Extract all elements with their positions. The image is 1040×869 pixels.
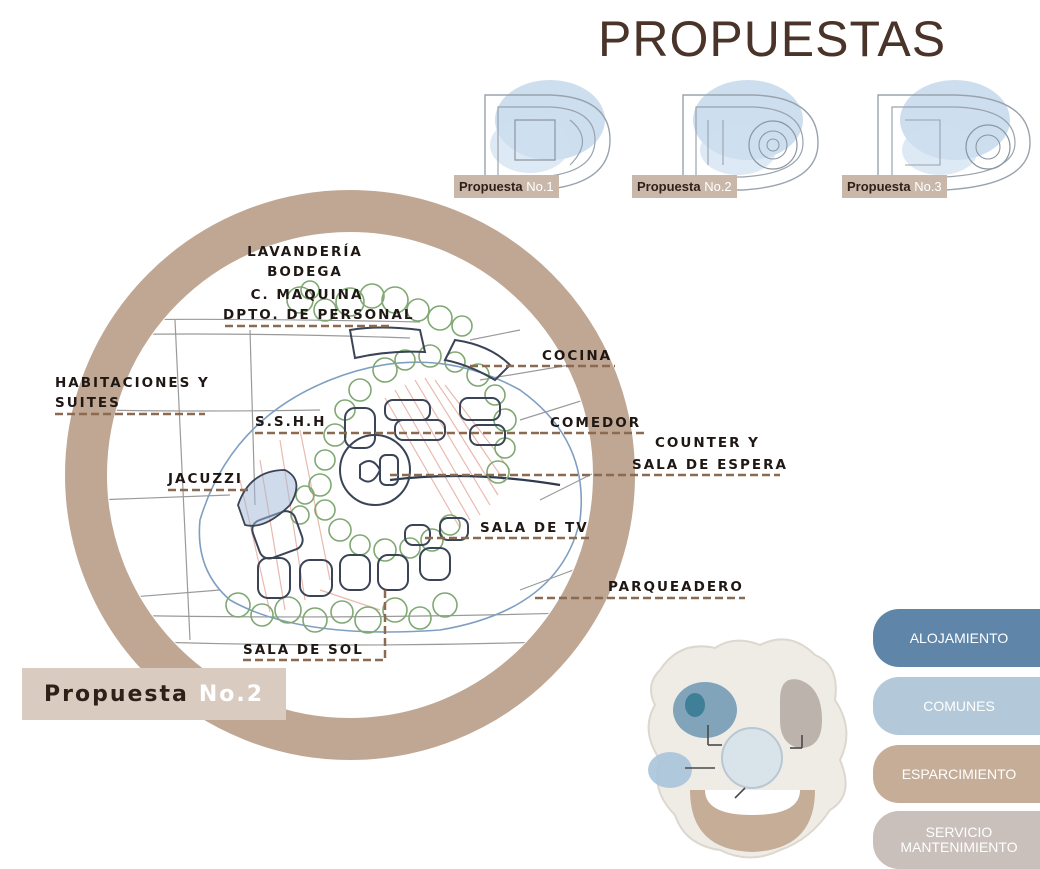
legend-alojamiento[interactable]: ALOJAMIENTO	[873, 609, 1040, 667]
proposal-thumb-3[interactable]: Propuesta No.3	[842, 65, 1040, 205]
label-dpto-personal: DPTO. DE PERSONAL	[223, 307, 415, 323]
zoning-mini-diagram	[647, 638, 848, 859]
page-title: PROPUESTAS	[598, 11, 947, 67]
proposal-sketch-1	[484, 80, 611, 191]
legend-comunes[interactable]: COMUNES	[873, 677, 1040, 735]
label-sshh: S.S.H.H	[255, 414, 327, 430]
proposal-sketch-2	[682, 80, 819, 191]
label-habitaciones-1: HABITACIONES Y	[55, 375, 210, 391]
proposal-sketch-3	[877, 80, 1031, 191]
label-c-maquina: C. MAQUINA	[250, 287, 364, 303]
label-counter-2: SALA DE ESPERA	[632, 457, 788, 473]
label-comedor: COMEDOR	[550, 415, 642, 431]
legend-esparcimiento[interactable]: ESPARCIMIENTO	[873, 745, 1040, 803]
leader-lines	[55, 324, 780, 662]
label-counter-1: COUNTER Y	[655, 435, 760, 451]
label-cocina: COCINA	[542, 348, 613, 364]
label-habitaciones-2: SUITES	[55, 395, 121, 411]
label-lavanderia: LAVANDERÍA	[247, 244, 363, 260]
proposal-label-1[interactable]: Propuesta No.1	[454, 175, 559, 198]
label-parqueadero: PARQUEADERO	[608, 579, 744, 595]
sketch-lines	[108, 280, 592, 646]
proposal-label-3[interactable]: Propuesta No.3	[842, 175, 947, 198]
label-sala-sol: SALA DE SOL	[243, 642, 364, 658]
legend-servicio-mantenimiento[interactable]: SERVICIO MANTENIMIENTO	[873, 811, 1040, 869]
proposal-label-2[interactable]: Propuesta No.2	[632, 175, 737, 198]
proposal-thumb-1[interactable]: Propuesta No.1	[454, 65, 640, 205]
label-bodega: BODEGA	[267, 264, 343, 280]
proposal-thumb-2[interactable]: Propuesta No.2	[632, 65, 838, 205]
label-sala-tv: SALA DE TV	[480, 520, 589, 536]
label-jacuzzi: JACUZZI	[168, 471, 243, 487]
